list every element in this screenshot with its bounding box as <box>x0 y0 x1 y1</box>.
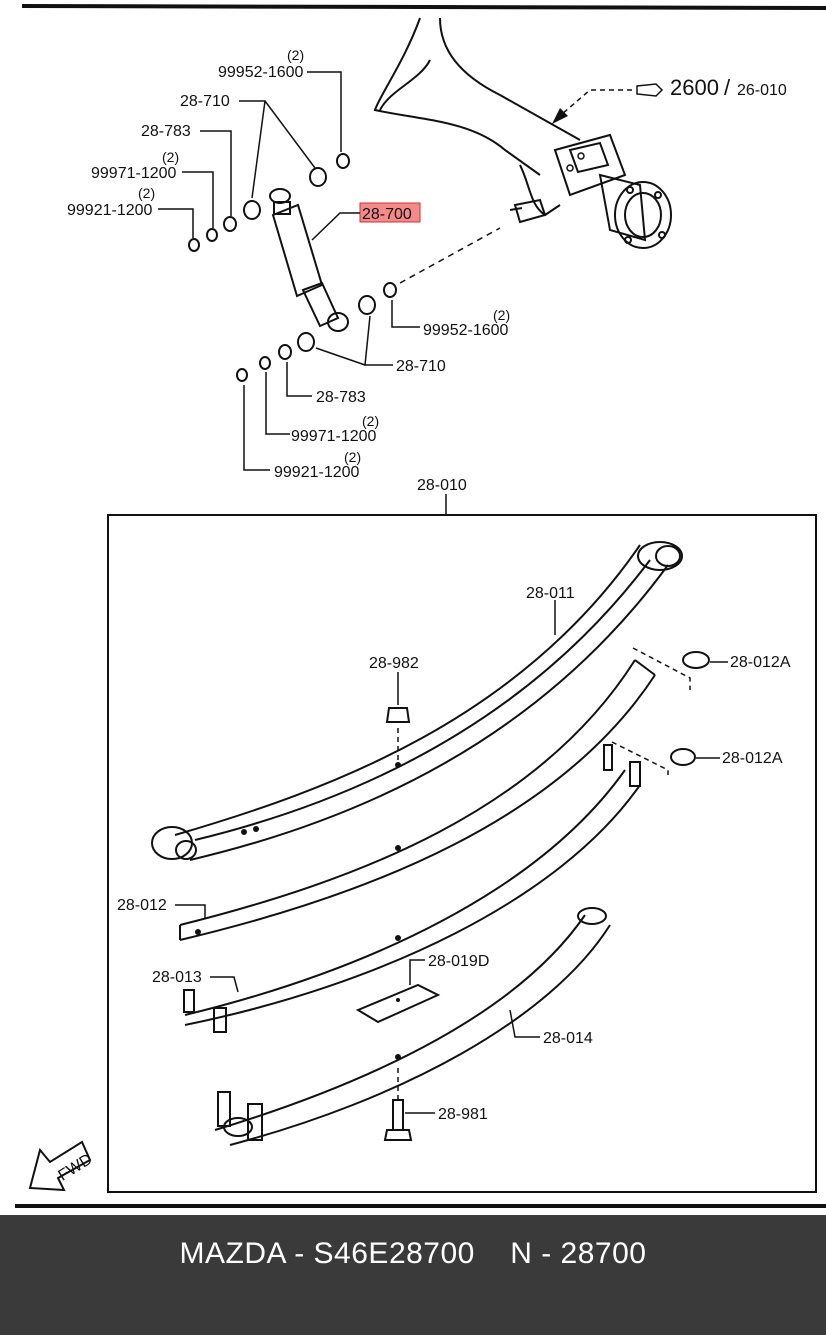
axle-ref-b: 26-010 <box>737 82 787 99</box>
part-label-99971-1200: 99971-1200 <box>91 165 177 182</box>
spring-assembly-box <box>107 514 817 1193</box>
part-label-99921-1200: 99921-1200 <box>67 202 153 219</box>
qty-label: (2) <box>362 413 379 429</box>
leaf4-leader <box>509 1009 540 1038</box>
part-label-28-014: 28-014 <box>543 1030 593 1047</box>
bolt-hole <box>577 152 585 160</box>
part-label-28-710: 28-710 <box>396 358 446 375</box>
axle-housing <box>373 17 672 249</box>
part-label-28-700: 28-700 <box>362 206 412 223</box>
footer-bar: MAZDA - S46E28700 N - 28700 <box>0 1215 826 1335</box>
part-label-28-011: 28-011 <box>526 585 575 602</box>
part-label-28-012A: 28-012A <box>722 750 783 767</box>
lower-hardware <box>236 282 397 382</box>
spacer-hole <box>396 998 400 1002</box>
top-border <box>21 4 826 10</box>
axle-leader <box>554 89 632 121</box>
leaf-28-014 <box>214 907 611 1146</box>
lower-leaders <box>243 300 420 471</box>
part-label-28-982: 28-982 <box>369 655 419 672</box>
part-label-28-981: 28-981 <box>438 1106 488 1123</box>
bolt-28-981 <box>383 1099 413 1141</box>
part-label-28-012A: 28-012A <box>730 654 791 671</box>
qty-label: (2) <box>287 47 304 63</box>
part-label-28-783: 28-783 <box>141 123 191 140</box>
part-number-caption: MAZDA - S46E28700 N - 28700 <box>179 1237 647 1270</box>
leaf-28-011 <box>151 541 683 861</box>
parts-diagram: FWD (2) 99952-1600 28-710 28-783 (2) 999… <box>15 4 826 1208</box>
qty-label: (2) <box>493 307 510 323</box>
nut-28-982 <box>385 707 411 723</box>
pad-28-012A-1 <box>682 651 710 669</box>
part-label-28-010: 28-010 <box>417 477 467 494</box>
axle-ref-a: 2600 <box>670 75 719 100</box>
pad2-dash <box>611 741 669 775</box>
part-label-28-783: 28-783 <box>316 389 366 406</box>
upper-hardware <box>188 153 350 252</box>
qty-label: (2) <box>344 449 361 465</box>
part-label-28-013: 28-013 <box>152 969 202 986</box>
part-label-28-019D: 28-019D <box>428 953 489 970</box>
part-label-99921-1200: 99921-1200 <box>274 464 360 481</box>
part-label-99971-1200: 99971-1200 <box>291 428 377 445</box>
qty-label: (2) <box>162 149 179 165</box>
bolt-hole <box>566 164 574 172</box>
part-label-99952-1600: 99952-1600 <box>218 64 304 81</box>
part-label-99952-1600: 99952-1600 <box>423 322 509 339</box>
leaf2-leader <box>175 904 206 918</box>
pad1-dash <box>632 647 691 690</box>
shock-leader <box>311 212 360 241</box>
shock-absorber <box>269 188 349 332</box>
fwd-arrow-icon <box>28 1140 92 1192</box>
part-label-28-710: 28-710 <box>180 93 230 110</box>
axle-ref-sep: / <box>724 75 731 100</box>
leaf-28-012 <box>179 659 656 941</box>
upper-leaders <box>158 71 342 238</box>
leaf3-leader <box>210 976 239 993</box>
spacer-28-019D <box>355 983 441 1024</box>
pad-28-012A-2 <box>670 748 696 766</box>
part-label-28-012: 28-012 <box>117 897 167 914</box>
leaf-28-013 <box>183 744 641 1033</box>
mount-dash-leader <box>399 227 501 284</box>
qty-label: (2) <box>138 185 155 201</box>
spacer-leader <box>409 959 425 985</box>
hand-pointer-icon <box>636 83 664 97</box>
axle-leader-arrow <box>552 108 568 124</box>
